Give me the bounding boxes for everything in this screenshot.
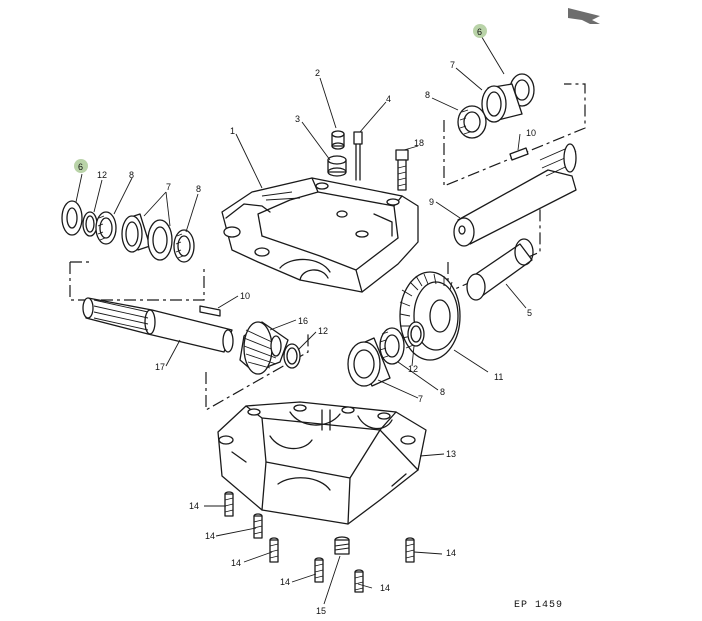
figure-code: EP 1459	[514, 600, 563, 611]
highlight-badge-6-left	[74, 159, 88, 173]
callout-14-f: 14	[446, 548, 456, 558]
callout-12-left: 12	[97, 170, 107, 180]
callout-17: 17	[155, 362, 165, 372]
upper-housing	[221, 177, 419, 293]
housing-bolt-2	[253, 513, 263, 539]
callout-2: 2	[315, 68, 320, 78]
group-frame-left	[69, 261, 205, 301]
filler-plug	[327, 155, 347, 177]
snap-ring-right	[407, 321, 425, 347]
callout-9: 9	[429, 197, 434, 207]
output-shaft	[453, 143, 577, 247]
callout-14-c: 14	[231, 558, 241, 568]
callout-11: 11	[494, 372, 503, 382]
back-arrow-icon[interactable]	[568, 8, 600, 24]
bevel-pinion	[239, 321, 289, 375]
top-right-bearing-cup	[481, 83, 523, 123]
callout-14-d: 14	[280, 577, 290, 587]
housing-bolt-5	[354, 569, 364, 593]
top-right-cone-bearing	[457, 105, 487, 139]
callout-3: 3	[295, 114, 300, 124]
housing-bolt-6	[405, 537, 415, 563]
highlight-badge-6-top	[473, 24, 487, 38]
callout-15: 15	[316, 606, 326, 616]
left-bearing-cup-2	[147, 219, 173, 261]
leader-lines	[75, 33, 527, 605]
left-bearing-cup	[121, 213, 151, 253]
right-bearing-cup	[347, 337, 391, 387]
callout-10-right: 10	[526, 128, 536, 138]
callout-4: 4	[386, 94, 391, 104]
bolt	[395, 149, 409, 191]
callout-12-center: 12	[318, 326, 328, 336]
callout-8-left-a: 8	[129, 170, 134, 180]
input-shaft	[82, 297, 234, 353]
callout-18: 18	[414, 138, 424, 148]
callout-12-right: 12	[408, 364, 418, 374]
left-seal	[61, 200, 83, 236]
callout-14-e: 14	[380, 583, 390, 593]
callout-6-left[interactable]: 6	[78, 162, 83, 172]
callout-8-top: 8	[425, 90, 430, 100]
housing-bolt-3	[269, 537, 279, 563]
housing-bolt-4	[314, 557, 324, 583]
callout-16: 16	[298, 316, 308, 326]
callout-5: 5	[527, 308, 532, 318]
lower-housing	[217, 401, 427, 525]
callout-1: 1	[230, 126, 235, 136]
ring-gear	[399, 271, 461, 361]
right-cone-bearing	[379, 327, 405, 365]
snap-ring-center	[283, 343, 301, 369]
housing-bolt-1	[224, 491, 234, 517]
callout-8-right: 8	[440, 387, 445, 397]
left-snap-ring	[82, 211, 98, 237]
breather-plug	[331, 130, 345, 150]
callout-7-top: 7	[450, 60, 455, 70]
callout-10-left: 10	[240, 291, 250, 301]
left-roller-bearing	[95, 211, 117, 245]
dipstick	[353, 131, 363, 181]
key-right	[509, 147, 529, 161]
callout-7-left: 7	[166, 182, 171, 192]
callout-13: 13	[446, 449, 456, 459]
spacer-sleeve	[466, 238, 534, 301]
drain-plug	[334, 536, 350, 555]
left-cone-bearing	[173, 229, 195, 263]
callout-14-a: 14	[189, 501, 199, 511]
group-frame-center	[205, 332, 309, 412]
callout-14-b: 14	[205, 531, 215, 541]
callout-8-left-b: 8	[196, 184, 201, 194]
callout-labels: 1 2 3 4 5 6 6 7 7 7 8 8 8 8 9 10 10 11 1…	[74, 24, 536, 616]
callout-7-right: 7	[418, 394, 423, 404]
callout-6-top[interactable]: 6	[477, 27, 482, 37]
group-frame-top-right	[443, 83, 586, 187]
key-left	[199, 305, 221, 317]
